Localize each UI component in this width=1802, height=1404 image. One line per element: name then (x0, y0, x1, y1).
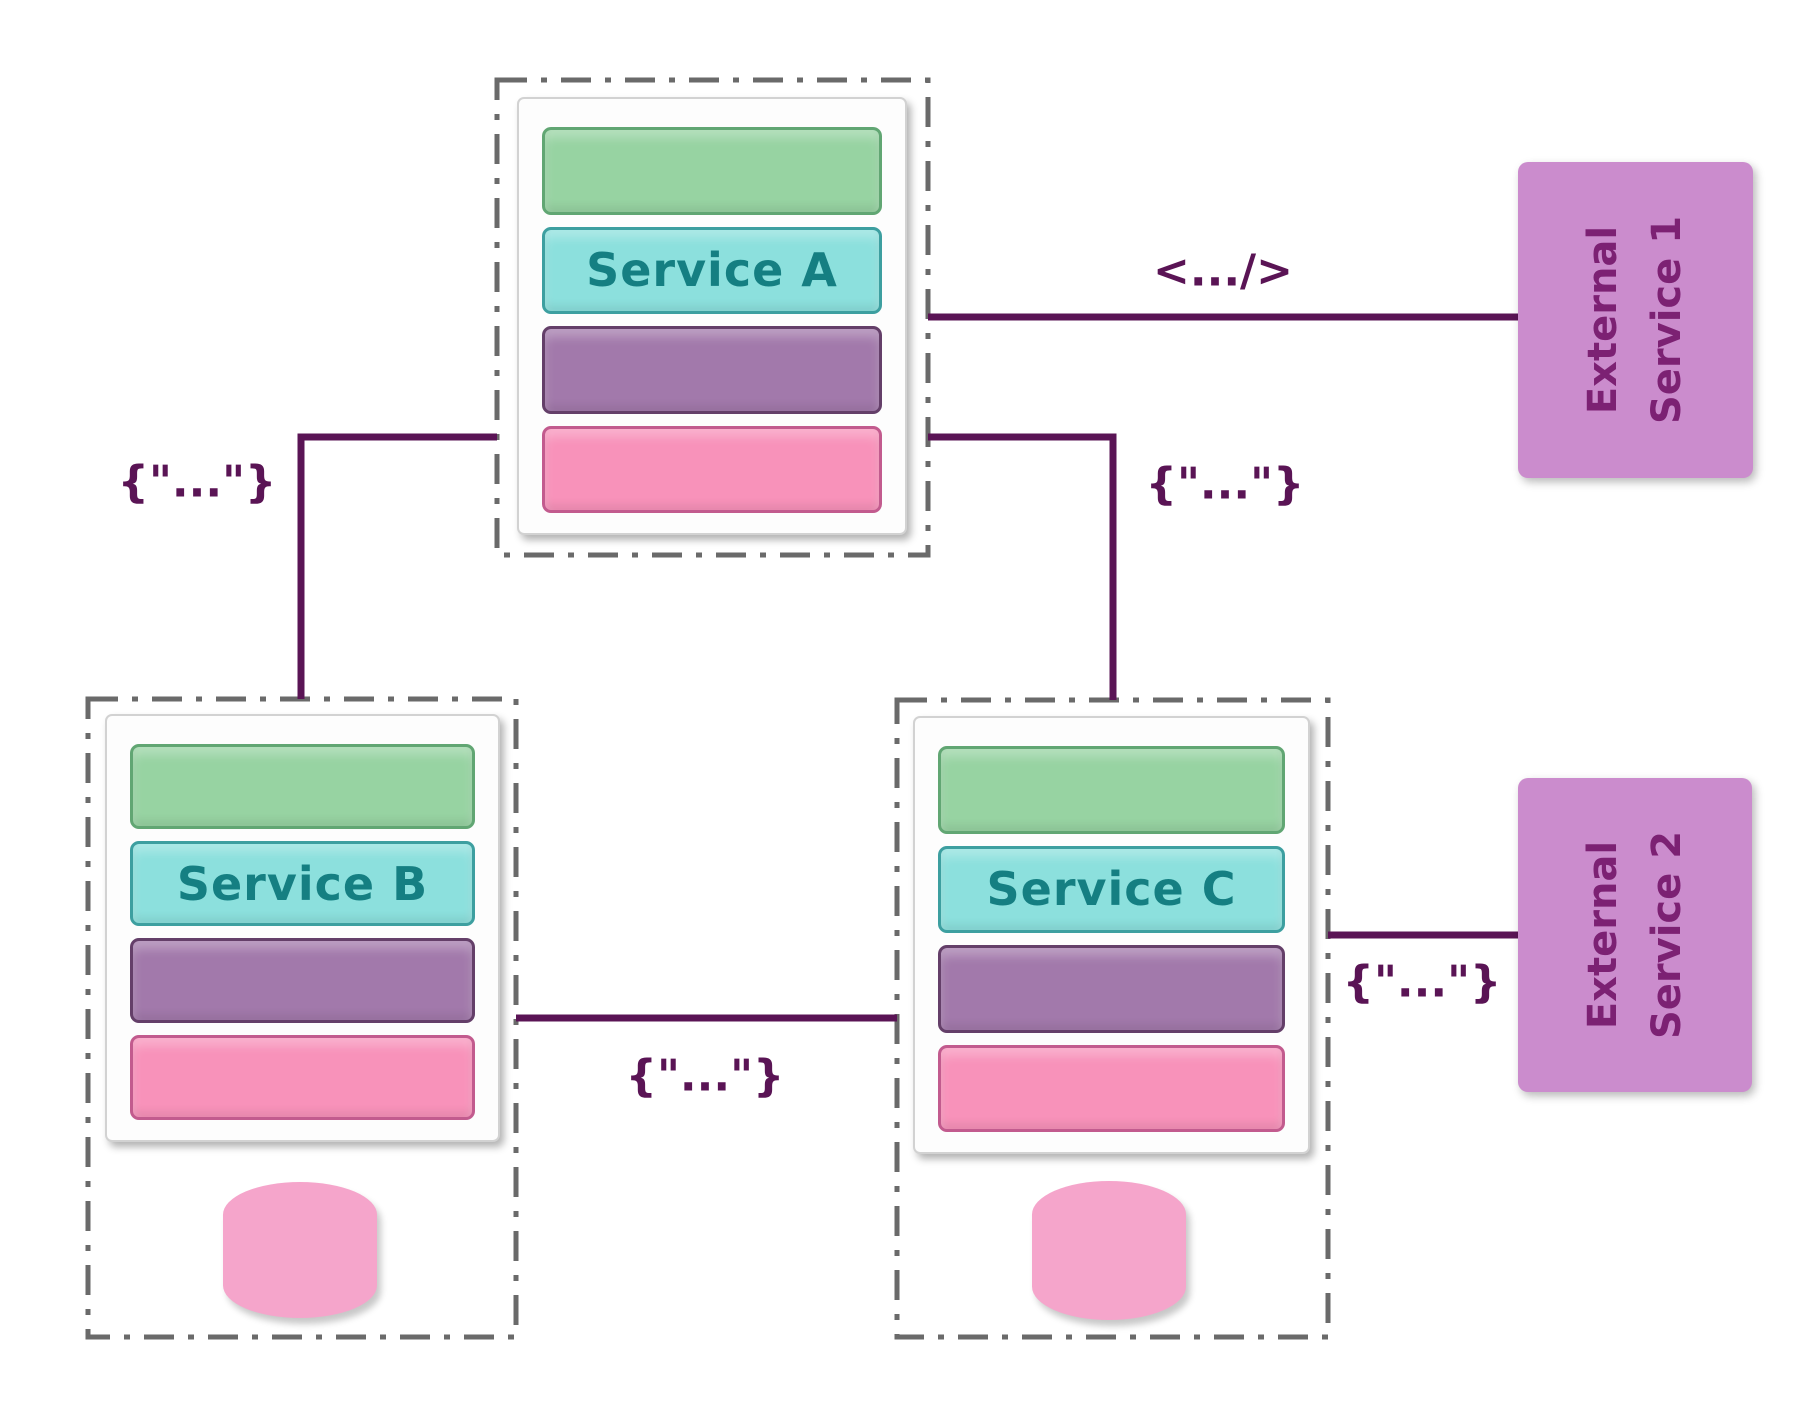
external-service-2-box: External Service 2 (1518, 778, 1752, 1092)
pink-layer-bar (130, 1035, 475, 1120)
purple-layer-bar (938, 945, 1285, 1033)
external-service-2-label-line2: Service 2 (1643, 830, 1690, 1040)
service-b-card: Service B (105, 714, 500, 1142)
purple-layer-bar (130, 938, 475, 1023)
service-c-card: Service C (913, 716, 1310, 1154)
external-service-2-label-line1: External (1579, 840, 1626, 1030)
purple-layer-bar (542, 326, 882, 414)
pink-layer-bar (542, 425, 882, 513)
edge-label-json-icon: {"..."} (1342, 956, 1502, 1008)
edge-service-a-to-service-b (297, 433, 497, 699)
external-service-1-box: External Service 1 (1518, 162, 1753, 478)
pink-layer-bar (938, 1044, 1285, 1132)
external-service-1-label-line1: External (1580, 225, 1627, 415)
edge-label-json-icon: {"..."} (625, 1050, 785, 1102)
edge-label-json-icon: {"..."} (117, 456, 277, 508)
teal-service-name-bar: Service A (542, 226, 882, 314)
teal-service-name-bar: Service B (130, 841, 475, 926)
teal-service-name-bar: Service C (938, 845, 1285, 933)
service-b-label: Service B (176, 856, 429, 911)
service-c-label: Service C (986, 862, 1237, 917)
external-service-1-label: External Service 1 (1571, 216, 1699, 424)
external-service-1-label-line2: Service 1 (1644, 215, 1691, 425)
green-layer-bar (938, 746, 1285, 834)
edge-label-xml-icon: <.../> (1153, 245, 1293, 297)
service-b-database-icon (223, 1182, 377, 1318)
service-c-database-icon (1032, 1181, 1186, 1320)
edge-service-a-to-service-c (928, 433, 1117, 700)
green-layer-bar (542, 127, 882, 215)
external-service-2-label: External Service 2 (1571, 831, 1699, 1039)
service-a-card: Service A (517, 97, 907, 535)
edge-label-json-icon: {"..."} (1145, 458, 1305, 510)
green-layer-bar (130, 744, 475, 829)
service-a-label: Service A (586, 243, 838, 298)
